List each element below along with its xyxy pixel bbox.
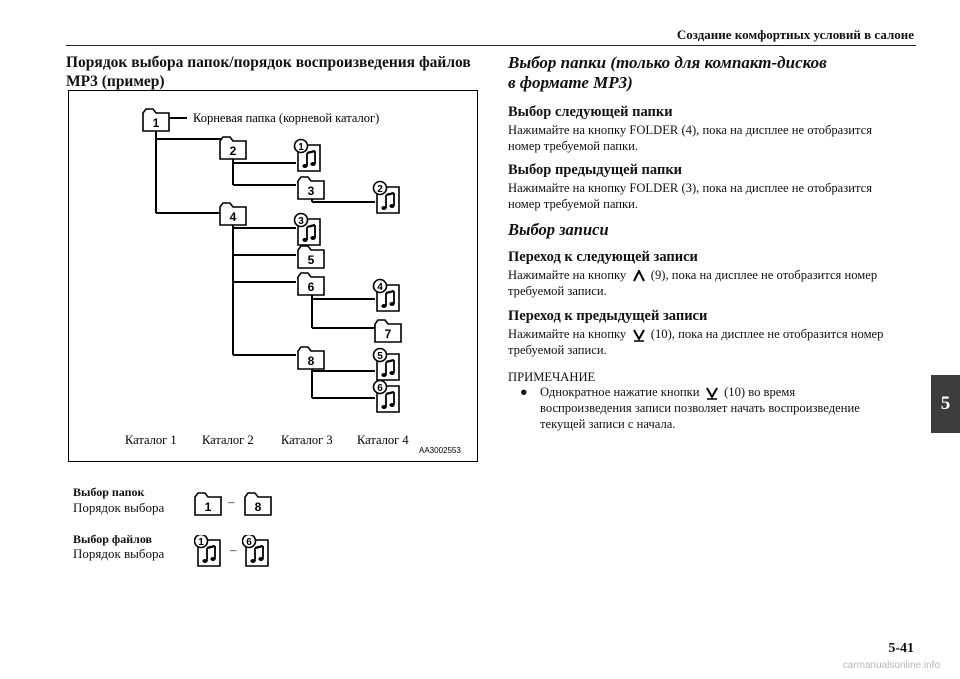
- paragraph-text: (9), пока на дисплее не отобразится номе…: [650, 268, 878, 282]
- file-order-dash: –: [230, 542, 237, 557]
- music-note-icon: 3: [293, 212, 321, 246]
- file-order-subtitle: Порядок выбора: [73, 546, 165, 561]
- paragraph-line: текущей записи с начала.: [540, 417, 676, 431]
- paragraph-text: (10), пока на дисплее не отобразится ном…: [650, 327, 884, 341]
- prev-folder-text: Нажимайте на кнопку FOLDER (3), пока на …: [508, 180, 918, 212]
- folder-icon: 1: [194, 492, 222, 516]
- folder-number: 1: [153, 116, 160, 130]
- paragraph-text: (10) во время: [724, 385, 796, 399]
- diagram-heading: Порядок выбора папок/порядок воспроизвед…: [66, 54, 471, 90]
- folder-order-from-icon: 1: [194, 490, 222, 518]
- track-number: 1: [198, 537, 204, 548]
- file-order-title: Выбор файлов: [73, 532, 153, 546]
- level-label: Каталог 1: [125, 433, 177, 447]
- paragraph-line: номер требуемой папки.: [508, 139, 639, 153]
- music-note-icon: 1: [194, 535, 221, 567]
- track-number: 6: [246, 537, 252, 548]
- folder-icon: 8: [297, 346, 325, 370]
- paragraph-line: требуемой записи.: [508, 343, 607, 357]
- chevron-down-icon: [705, 387, 718, 400]
- track-number: 5: [377, 351, 383, 362]
- folder-select-title: Выбор папки (только для компакт-дисков в…: [508, 53, 918, 93]
- paragraph-line: Однократное нажатие кнопки (10) во время: [540, 384, 920, 400]
- tree-connectors: [155, 117, 375, 399]
- root-folder-label: Корневая папка (корневой каталог): [193, 111, 379, 125]
- folder-order-to-icon: 8: [244, 490, 272, 518]
- figure-code: AA3002553: [419, 446, 461, 455]
- track-number: 3: [298, 216, 304, 227]
- track-select-heading: Выбор записи: [508, 220, 609, 239]
- paragraph-line: Нажимайте на кнопку FOLDER (4), пока на …: [508, 123, 873, 137]
- next-track-text: Нажимайте на кнопку (9), пока на дисплее…: [508, 267, 918, 299]
- note-text: Однократное нажатие кнопки (10) во время…: [540, 384, 920, 432]
- folder-order-title: Выбор папок: [73, 485, 145, 499]
- folder-tree-svg: Корневая папка (корневой каталог) 1 2 3 4 5 6…: [125, 108, 461, 455]
- next-folder-text: Нажимайте на кнопку FOLDER (4), пока на …: [508, 122, 918, 154]
- tree-nodes: 1 2 3 4 5 6 7 8 1 2 3 4 5 6: [142, 108, 402, 413]
- page-number: 5-41: [888, 641, 914, 656]
- music-note-icon: 2: [372, 180, 400, 214]
- header-divider: [66, 45, 916, 46]
- paragraph-line: Нажимайте на кнопку FOLDER (3), пока на …: [508, 181, 873, 195]
- folder-select-title-line: в формате MP3): [508, 73, 633, 92]
- level-label: Каталог 2: [202, 433, 254, 447]
- chevron-down-icon: [632, 329, 645, 342]
- file-order-from-icon: 1: [194, 535, 224, 567]
- prev-track-text: Нажимайте на кнопку (10), пока на диспле…: [508, 326, 918, 358]
- folder-number: 8: [255, 500, 262, 514]
- note-title: ПРИМЕЧАНИЕ: [508, 370, 596, 384]
- folder-icon: 7: [374, 319, 402, 343]
- folder-icon: 2: [219, 136, 247, 160]
- folder-number: 8: [308, 354, 315, 368]
- paragraph-line: Нажимайте на кнопку (9), пока на дисплее…: [508, 267, 918, 283]
- folder-icon: 6: [297, 272, 325, 296]
- next-folder-heading: Выбор следующей папки: [508, 104, 673, 120]
- paragraph-line: Нажимайте на кнопку (10), пока на диспле…: [508, 326, 918, 342]
- paragraph-text: Нажимайте на кнопку: [508, 327, 627, 341]
- folder-icon: 4: [219, 202, 247, 226]
- music-note-icon: 6: [242, 535, 269, 567]
- folder-select-title-line: Выбор папки (только для компакт-дисков: [508, 53, 827, 72]
- track-number: 6: [377, 383, 383, 394]
- chapter-tab: 5: [931, 375, 960, 433]
- paragraph-line: номер требуемой папки.: [508, 197, 639, 211]
- track-number: 1: [298, 142, 304, 153]
- folder-tree-diagram: Корневая папка (корневой каталог) 1 2 3 4 5 6…: [68, 90, 478, 462]
- folder-number: 4: [230, 210, 237, 224]
- level-label: Каталог 4: [357, 433, 409, 447]
- note-bullet: ●: [520, 385, 528, 399]
- level-label: Каталог 3: [281, 433, 333, 447]
- music-note-icon: 1: [293, 138, 321, 172]
- prev-track-heading: Переход к предыдущей записи: [508, 308, 708, 324]
- music-note-icon: 5: [372, 347, 400, 381]
- folder-number: 1: [205, 500, 212, 514]
- prev-folder-heading: Выбор предыдущей папки: [508, 162, 683, 178]
- paragraph-text: Нажимайте на кнопку: [508, 268, 627, 282]
- track-number: 2: [377, 184, 383, 195]
- music-note-icon: 6: [372, 379, 400, 413]
- folder-icon: 5: [297, 245, 325, 269]
- paragraph-line: требуемой записи.: [508, 284, 607, 298]
- paragraph-line: воспроизведения записи позволяет начать …: [540, 401, 860, 415]
- watermark: carmanualsonline.info: [842, 660, 940, 671]
- folder-icon: 8: [244, 492, 272, 516]
- file-order-to-icon: 6: [242, 535, 272, 567]
- folder-icon: 1: [142, 108, 170, 132]
- folder-number: 6: [308, 280, 315, 294]
- folder-number: 3: [308, 184, 315, 198]
- folder-number: 7: [385, 327, 392, 341]
- folder-icon: 3: [297, 176, 325, 200]
- folder-order-subtitle: Порядок выбора: [73, 500, 165, 515]
- paragraph-text: Однократное нажатие кнопки: [540, 385, 700, 399]
- chevron-up-icon: [632, 270, 645, 282]
- section-title: Создание комфортных условий в салоне: [676, 27, 914, 42]
- folder-number: 2: [230, 144, 237, 158]
- music-note-icon: 4: [372, 278, 400, 312]
- track-number: 4: [377, 282, 383, 293]
- folder-number: 5: [308, 253, 315, 267]
- next-track-heading: Переход к следующей записи: [508, 249, 698, 265]
- folder-order-dash: –: [228, 494, 235, 509]
